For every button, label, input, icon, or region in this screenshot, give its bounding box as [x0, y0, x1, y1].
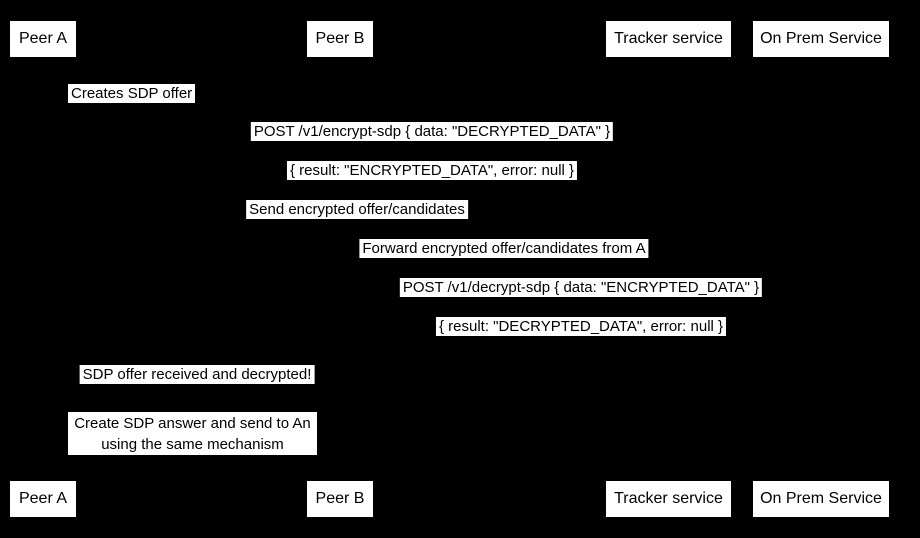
note-create-sdp-answer: Create SDP answer and send to An using t… — [68, 412, 317, 455]
message-post-decrypt-sdp: POST /v1/decrypt-sdp { data: "ENCRYPTED_… — [399, 278, 763, 297]
message-encrypt-result: { result: "ENCRYPTED_DATA", error: null … — [286, 161, 578, 180]
participant-on-prem-service-top: On Prem Service — [753, 21, 889, 57]
participant-peer-a-top: Peer A — [10, 21, 76, 57]
message-send-encrypted-offer: Send encrypted offer/candidates — [246, 200, 468, 219]
participant-tracker-service-bottom: Tracker service — [606, 481, 731, 517]
participant-peer-b-bottom: Peer B — [307, 481, 373, 517]
participant-tracker-service-top: Tracker service — [606, 21, 731, 57]
message-creates-sdp-offer: Creates SDP offer — [68, 84, 196, 103]
note-line-1: Create SDP answer and send to An — [74, 414, 311, 432]
message-forward-encrypted-offer: Forward encrypted offer/candidates from … — [359, 239, 649, 258]
participant-on-prem-service-bottom: On Prem Service — [753, 481, 889, 517]
participant-peer-a-bottom: Peer A — [10, 481, 76, 517]
message-post-encrypt-sdp: POST /v1/encrypt-sdp { data: "DECRYPTED_… — [250, 122, 614, 141]
note-line-2: using the same mechanism — [101, 435, 284, 453]
message-decrypt-result: { result: "DECRYPTED_DATA", error: null … — [435, 317, 727, 336]
participant-peer-b-top: Peer B — [307, 21, 373, 57]
message-sdp-offer-received: SDP offer received and decrypted! — [79, 365, 315, 384]
